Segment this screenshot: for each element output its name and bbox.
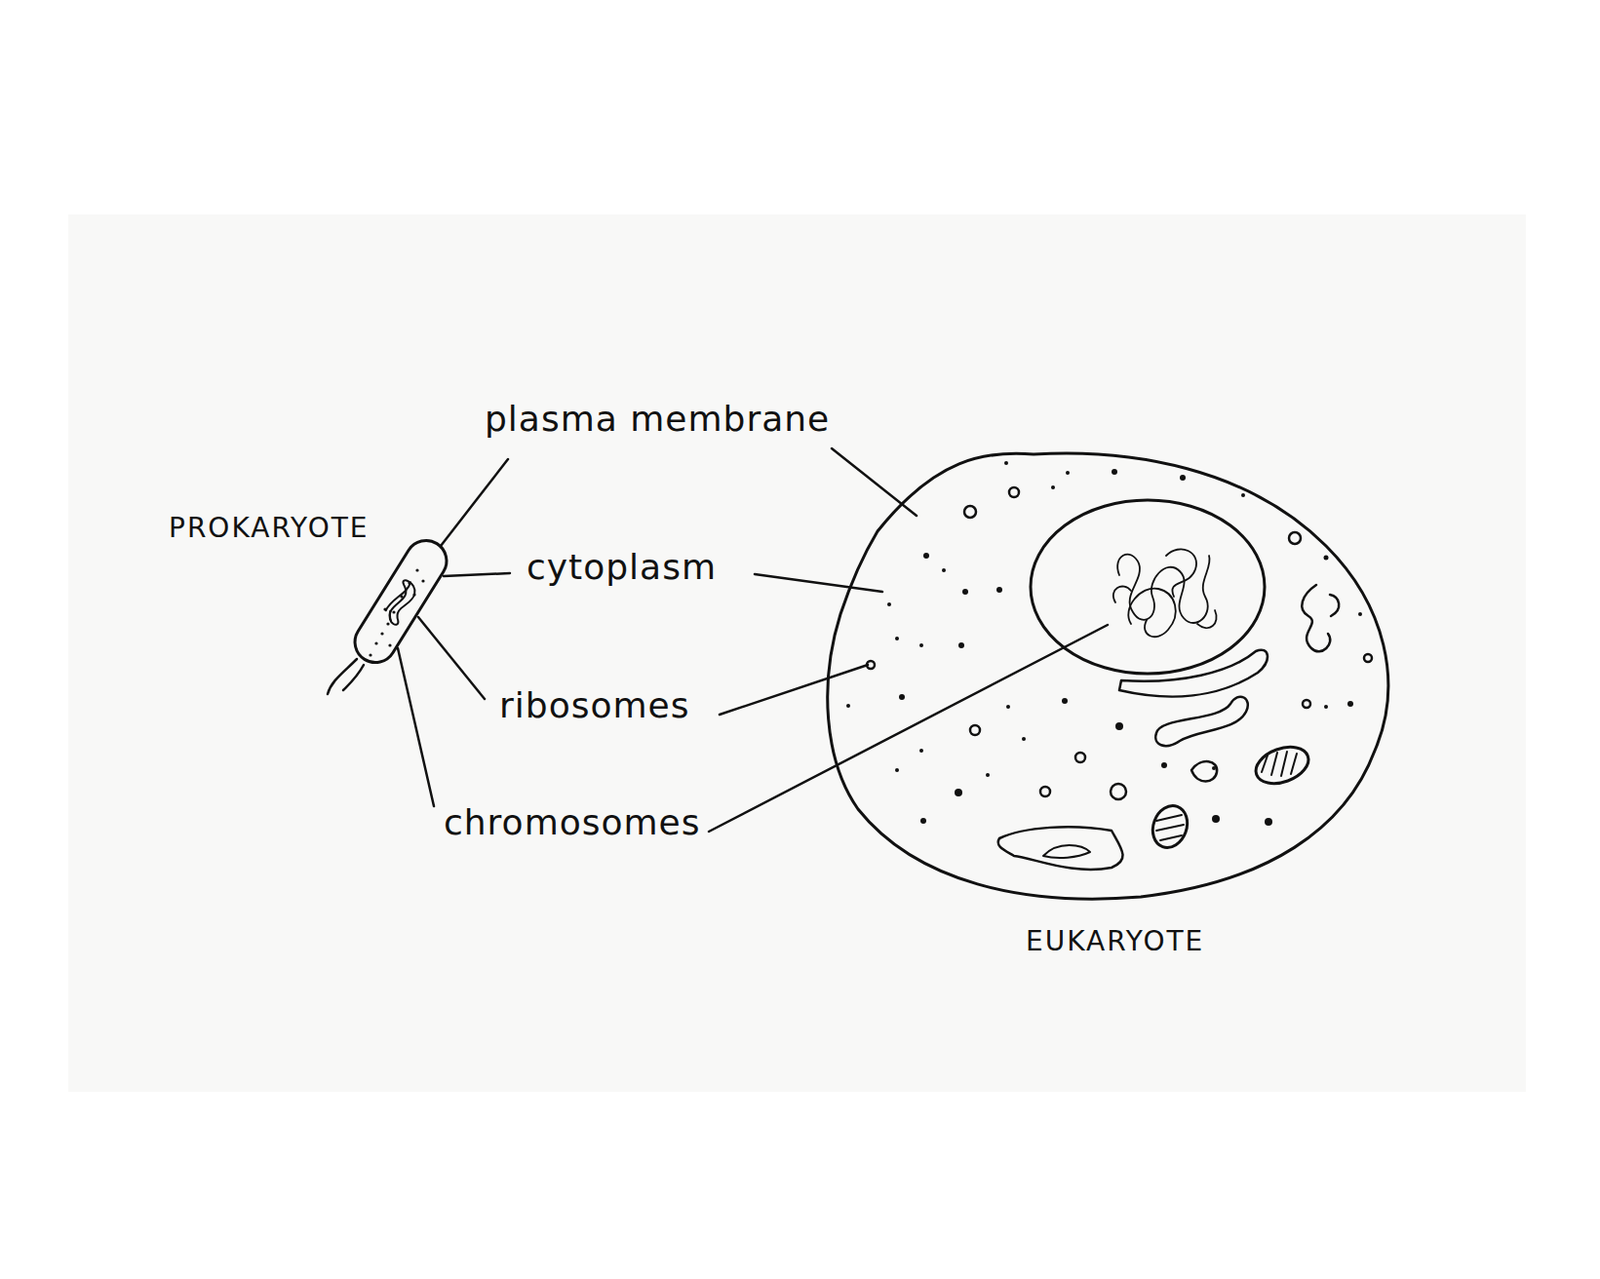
ribosome-dot — [1061, 698, 1068, 704]
prokaryote-dna — [381, 579, 420, 626]
paper-ground — [68, 214, 1526, 1093]
er — [1191, 761, 1217, 781]
ribosome-dot — [895, 768, 899, 773]
ribosome-dot — [1040, 786, 1051, 797]
ribosome-dot — [1110, 783, 1127, 800]
ribosome-dot — [1288, 532, 1301, 545]
prokaryote-dna — [386, 579, 412, 615]
ribosome-dot — [1161, 762, 1168, 769]
ribosome-dot — [1324, 555, 1329, 561]
ribosome-dot — [412, 592, 416, 596]
ribosome-dot — [1021, 737, 1026, 742]
part-label: ribosomes — [499, 688, 690, 724]
ribosome-dot — [964, 506, 976, 518]
ribosome-dot — [954, 788, 963, 797]
ribosome-dot — [970, 725, 980, 736]
part-label: chromosomes — [443, 805, 702, 841]
ribosome-dot — [941, 568, 946, 573]
prokaryote-membrane — [347, 533, 455, 671]
ribosome-dot — [388, 643, 391, 647]
ribosome-dot — [1111, 468, 1118, 475]
ribosome-dot — [985, 773, 990, 778]
ribosome-dot — [1364, 654, 1372, 663]
ribosome-dot — [374, 641, 378, 645]
vesicle-organelle — [998, 826, 1124, 870]
ribosome-dot — [1075, 752, 1086, 763]
ribosome-dot — [1211, 815, 1220, 823]
ribosome-dot — [846, 703, 851, 708]
part-label: cytoplasm — [526, 549, 717, 586]
ribosome-dot — [1358, 612, 1363, 617]
ribosome-dot — [958, 642, 965, 649]
vesicle-organelle — [1043, 845, 1091, 859]
ribosome-dot — [920, 818, 927, 824]
ribosome-dot — [996, 586, 1003, 593]
ribosome-dot — [1009, 487, 1019, 498]
cell-type-label: PROKARYOTE — [168, 514, 369, 543]
ribosome-dot — [1302, 700, 1311, 708]
ribosome-dot — [1115, 722, 1124, 731]
prokaryote-ribosomes — [368, 568, 425, 657]
ribosome-dot — [368, 653, 372, 657]
er — [1155, 697, 1249, 746]
ribosome-dot — [1324, 704, 1328, 709]
ribosome-dot — [391, 610, 395, 614]
ribosome-dot — [1051, 485, 1055, 490]
ribosome-dot — [895, 636, 899, 641]
ribosome-dot — [383, 607, 387, 611]
flagellum — [327, 659, 357, 695]
ribosome-dot — [407, 581, 411, 585]
golgi — [1301, 585, 1339, 652]
ribosome-dot — [887, 602, 892, 607]
ribosome-dot — [919, 748, 924, 753]
cell-type-label: EUKARYOTE — [1025, 928, 1205, 956]
ribosome-dot — [421, 579, 425, 583]
eukaryote-ribosomes — [846, 461, 1372, 826]
ribosome-dot — [380, 631, 384, 635]
leader-lines — [397, 448, 1108, 832]
part-label: plasma membrane — [484, 401, 830, 437]
ribosome-dot — [866, 661, 875, 669]
ribosome-dot — [399, 594, 403, 598]
prokaryote-cell — [347, 533, 455, 671]
ribosome-dot — [1347, 701, 1354, 707]
ribosome-dot — [386, 622, 390, 625]
ribosome-dot — [1065, 470, 1070, 475]
ribosome-dot — [1004, 461, 1009, 466]
eukaryote-membrane — [827, 453, 1389, 899]
chromatin — [1113, 548, 1217, 637]
ribosome-dot — [962, 588, 969, 595]
mitochondrion — [1147, 801, 1194, 854]
ribosome-dot — [415, 568, 419, 572]
ribosome-dot — [1241, 493, 1246, 498]
ribosome-dot — [919, 643, 924, 648]
ribosome-dot — [923, 552, 930, 559]
ribosome-dot — [1179, 474, 1186, 481]
ribosome-dot — [1006, 704, 1011, 709]
ribosome-dot — [898, 694, 905, 701]
mitochondrion — [1250, 740, 1314, 790]
er — [1119, 650, 1268, 698]
flagellum — [343, 664, 364, 691]
ribosome-dot — [1211, 766, 1216, 771]
ribosome-dot — [1264, 818, 1273, 826]
